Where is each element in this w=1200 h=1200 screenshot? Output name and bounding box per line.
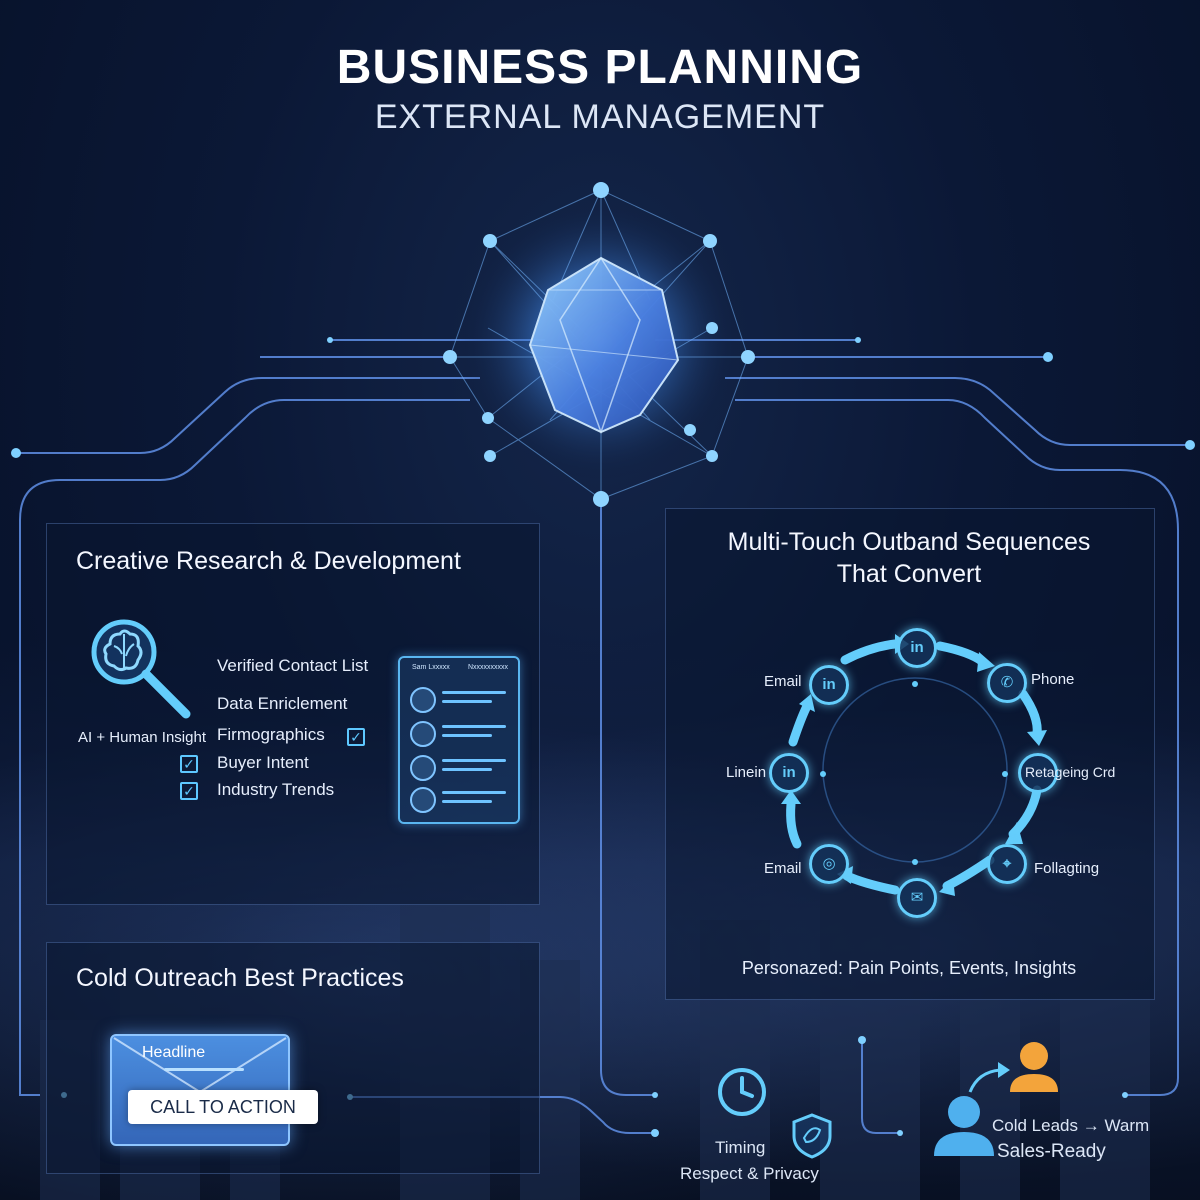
contact-row: [408, 718, 510, 748]
phone-label: Phone: [1031, 671, 1075, 688]
shield-icon: [792, 1113, 832, 1159]
sequences-title-line2: That Convert: [836, 560, 982, 588]
industry-trends-check-icon: ✓: [180, 782, 198, 800]
retargeting-icon: [1018, 753, 1058, 793]
linkedin-left-icon: in: [769, 753, 809, 793]
avatar: [410, 721, 436, 747]
retargeting-label: Retageing Crd: [1025, 764, 1116, 780]
contact-list-card: Sam Lxxxxx Nxxxxxxxxxx: [398, 656, 520, 824]
contact-row: [408, 684, 510, 714]
avatar: [410, 687, 436, 713]
brain-magnifier-icon: [91, 619, 191, 719]
lead-conversion-icon: [934, 1042, 1058, 1156]
linkedin-icon: in: [897, 628, 937, 668]
leads-line1: Cold Leads → Warm: [992, 1116, 1150, 1135]
contact-row: [408, 752, 510, 782]
firmographics-check-icon: ✓: [347, 728, 365, 746]
linkedin-left-label: Linein: [726, 764, 767, 781]
contact-card-col2: Nxxxxxxxxxx: [467, 664, 508, 671]
page-subtitle: EXTERNAL MANAGEMENT: [374, 98, 826, 136]
sequences-title-line1: Multi-Touch Outband Sequences: [727, 528, 1091, 556]
phone-icon: ✆: [987, 663, 1027, 703]
following-label: Follagting: [1034, 860, 1100, 877]
sequences-panel: [665, 508, 1155, 1000]
envelope-icon: ✉: [897, 878, 937, 918]
email-bottom-label: Email: [764, 860, 802, 877]
location-pin-icon: ⌖: [987, 844, 1027, 884]
clock-icon: [718, 1068, 766, 1116]
contact-card-col1: Sam Lxxxxx: [412, 664, 450, 671]
research-panel-title: Creative Research & Development: [76, 547, 461, 575]
buyer-intent-item: Buyer Intent: [217, 753, 309, 772]
sequence-cycle-arrows: [781, 634, 1047, 896]
call-to-action-button[interactable]: CALL TO ACTION: [128, 1090, 318, 1124]
firmographics-item: Firmographics: [217, 725, 325, 744]
buyer-intent-check-icon: ✓: [180, 755, 198, 773]
instagram-icon: ◎: [809, 844, 849, 884]
research-panel: [46, 523, 540, 905]
data-enrichment-item: Data Enriclement: [217, 694, 348, 713]
outreach-panel-title: Cold Outreach Best Practices: [76, 964, 404, 992]
ai-insight-label: AI + Human Insight: [78, 729, 206, 746]
email-headline-rule: [164, 1068, 244, 1071]
email-top-label: Email: [764, 673, 802, 690]
email-headline: Headline: [142, 1044, 206, 1061]
avatar: [410, 787, 436, 813]
page-title: BUSINESS PLANNING: [336, 41, 864, 94]
verified-contact-item: Verified Contact List: [217, 656, 369, 675]
gem-icon: [528, 256, 680, 435]
privacy-label: Respect & Privacy: [680, 1164, 819, 1183]
linkedin-email-icon: in: [809, 665, 849, 705]
timing-label: Timing: [715, 1138, 766, 1157]
personalized-label: Personazed: Pain Points, Events, Insight…: [741, 958, 1077, 978]
leads-line2: Sales-Ready: [997, 1141, 1106, 1162]
contact-row: [408, 784, 510, 814]
avatar: [410, 755, 436, 781]
industry-trends-item: Industry Trends: [217, 780, 335, 799]
